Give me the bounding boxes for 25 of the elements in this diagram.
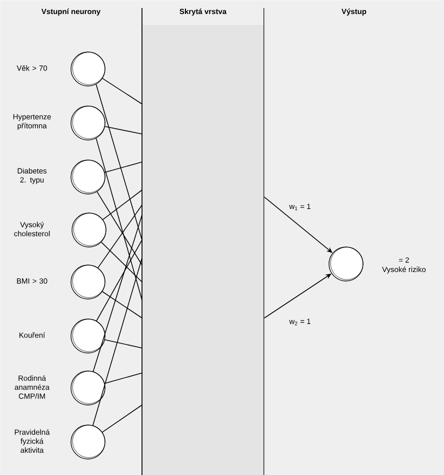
connection-line [102,404,142,433]
neuron-circle [72,212,106,248]
connection-line [102,190,142,220]
connection-line [96,138,142,300]
neuron-circle [70,52,106,86]
connection-line [104,372,142,384]
connection-line [92,214,142,372]
neuron-circle [70,160,106,194]
connection-line [92,258,142,426]
connection-line [98,204,142,268]
neuron-circle [70,106,106,140]
neuron-circle [70,424,106,460]
connection-line [96,191,142,266]
connection-line [104,162,142,173]
connection-line [102,78,142,104]
connection-line [96,240,142,322]
connection-line [100,242,142,282]
neuron-circle [70,264,106,300]
connection-line [102,291,142,318]
neuron-circle [70,318,106,354]
connection-line [104,126,142,134]
connection-line [96,84,142,240]
neuron-circle [328,246,364,282]
connection-line [104,339,142,348]
neuron-circle [70,370,106,406]
